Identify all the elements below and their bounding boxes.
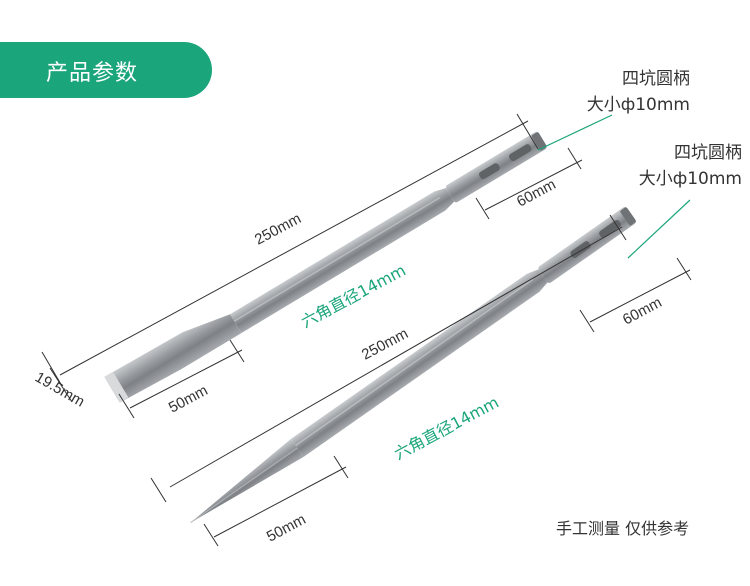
point-chisel-hex-body	[290, 269, 548, 458]
point-shank-size: 大小ф10mm	[638, 169, 742, 189]
measurement-note: 手工测量 仅供参考	[556, 519, 690, 538]
flat-shank-callout: 四坑圆柄 大小ф10mm	[587, 66, 690, 118]
flat-shank-length: 60mm	[514, 176, 559, 211]
flat-tip-length: 50mm	[166, 382, 211, 417]
flat-total-length: 250mm	[252, 210, 304, 248]
flat-chisel: 250mm 60mm 50mm 19.5mm 六角直径14mm	[32, 113, 613, 419]
flat-chisel-blade	[104, 314, 242, 403]
flat-shank-size: 大小ф10mm	[586, 95, 690, 115]
flat-total-dimension-line	[59, 120, 529, 376]
flat-chisel-hex-body	[230, 188, 455, 334]
flat-tip-width: 19.5mm	[32, 369, 87, 411]
point-total-length: 250mm	[359, 325, 411, 363]
point-chisel-tip	[190, 439, 304, 523]
point-shank-length: 60mm	[620, 294, 665, 329]
point-shank-callout: 四坑圆柄 大小ф10mm	[639, 140, 742, 192]
point-hex-label: 六角直径14mm	[391, 393, 502, 464]
point-shank-type: 四坑圆柄	[674, 143, 742, 163]
flat-shank-type: 四坑圆柄	[622, 69, 690, 89]
section-title: 产品参数	[46, 61, 139, 86]
point-tip-length: 50mm	[264, 511, 309, 546]
section-banner: 产品参数	[0, 42, 212, 98]
point-total-dimension-line	[169, 226, 623, 488]
point-chisel: 250mm 60mm 50mm 六角直径14mm	[150, 199, 692, 547]
